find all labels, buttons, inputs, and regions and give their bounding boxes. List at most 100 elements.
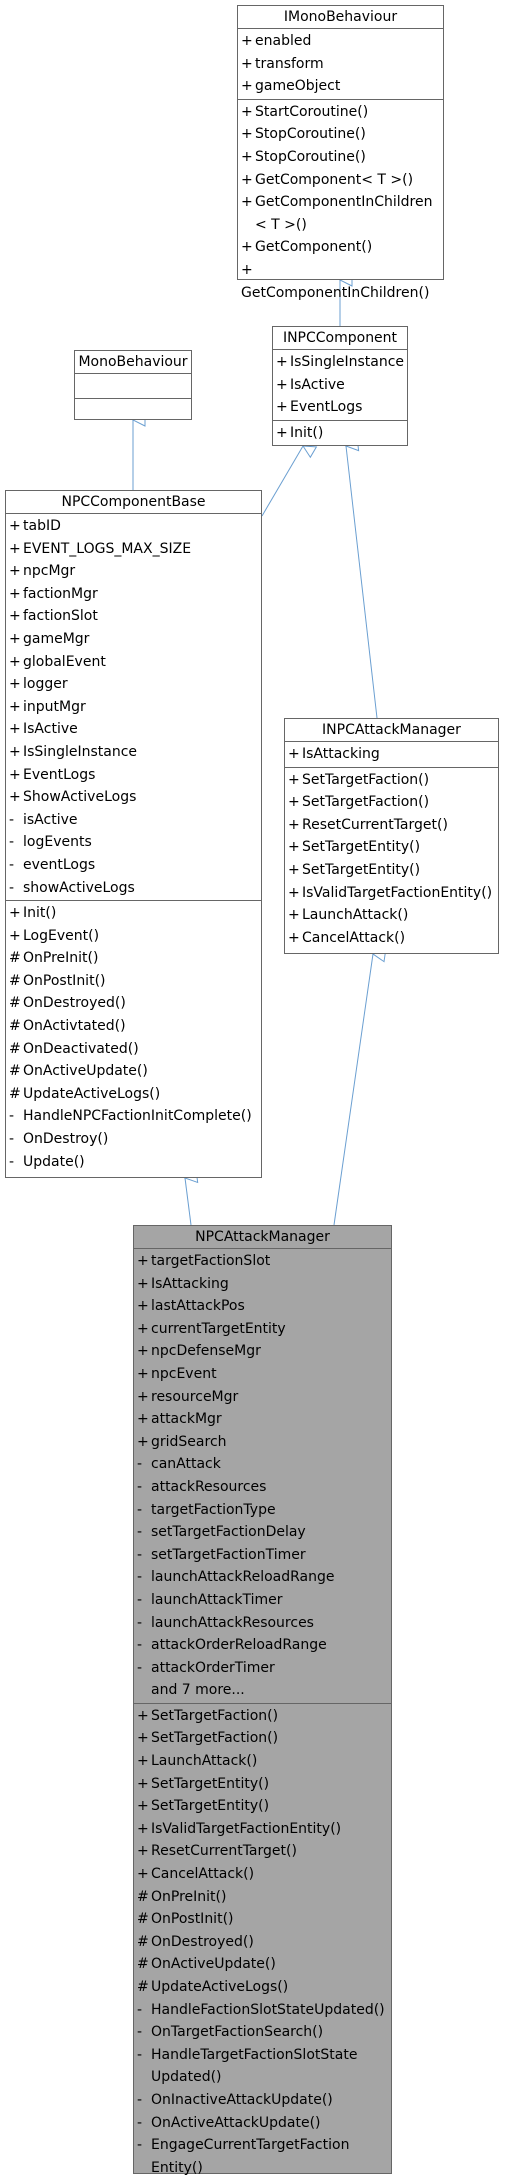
member-row[interactable]: #OnPostInit() [6,970,261,993]
member-row[interactable]: +SetTargetEntity() [134,1773,391,1796]
member-row[interactable]: +resourceMgr [134,1386,391,1409]
member-row[interactable]: #OnPostInit() [134,1908,391,1931]
member-row[interactable]: +SetTargetEntity() [134,1795,391,1818]
member-row[interactable]: #UpdateActiveLogs() [6,1083,261,1106]
member-row[interactable]: +IsAttacking [285,743,498,766]
visibility-marker: - [137,1456,143,1473]
member-row[interactable]: +inputMgr [6,696,261,719]
member-row[interactable]: -launchAttackResources [134,1612,391,1635]
member-row[interactable]: -isActive [6,809,261,832]
member-row[interactable]: -OnDestroy() [6,1128,261,1151]
member-row[interactable]: +attackMgr [134,1408,391,1431]
member-row[interactable]: -eventLogs [6,854,261,877]
member-row[interactable]: +StopCoroutine() [238,123,443,146]
member-row[interactable]: +gameMgr [6,628,261,651]
member-row[interactable]: +EventLogs [273,396,407,419]
member-row[interactable]: -showActiveLogs [6,877,261,900]
member-row[interactable]: +IsActive [273,374,407,397]
member-row[interactable]: +SetTargetFaction() [285,791,498,814]
member-row[interactable]: #OnActivtated() [6,1015,261,1038]
member-row[interactable]: -HandleFactionSlotStateUpdated() [134,1999,391,2022]
member-row[interactable]: -attackOrderReloadRange [134,1634,391,1657]
member-row[interactable]: #OnPreInit() [6,947,261,970]
member-row[interactable]: +SetTargetEntity() [285,859,498,882]
member-row[interactable]: +npcDefenseMgr [134,1340,391,1363]
member-row[interactable]: +StopCoroutine() [238,146,443,169]
member-row[interactable]: +globalEvent [6,651,261,674]
member-row[interactable]: +logger [6,673,261,696]
member-row[interactable]: +LaunchAttack() [285,904,498,927]
member-row[interactable]: +StartCoroutine() [238,101,443,124]
visibility-marker: + [288,861,300,878]
member-row[interactable]: +LaunchAttack() [134,1750,391,1773]
member-row[interactable]: +SetTargetFaction() [285,769,498,792]
member-row[interactable]: +GetComponent< T >() [238,169,443,192]
member-row[interactable]: #OnActiveUpdate() [134,1953,391,1976]
member-row[interactable]: -launchAttackReloadRange [134,1566,391,1589]
member-name: gameMgr [23,630,90,647]
member-row[interactable]: -launchAttackTimer [134,1589,391,1612]
member-row[interactable]: +SetTargetFaction() [134,1705,391,1728]
visibility-marker: + [241,55,253,72]
member-row[interactable]: -setTargetFactionTimer [134,1544,391,1567]
member-row[interactable]: +targetFactionSlot [134,1250,391,1273]
member-row[interactable]: +EVENT_LOGS_MAX_SIZE [6,538,261,561]
member-row[interactable]: -OnTargetFactionSearch() [134,2021,391,2044]
member-row[interactable]: +gridSearch [134,1431,391,1454]
member-row[interactable]: +npcMgr [6,560,261,583]
member-row[interactable]: +Init() [273,422,407,445]
member-row[interactable]: +factionSlot [6,605,261,628]
member-row[interactable]: +factionMgr [6,583,261,606]
member-row[interactable]: -logEvents [6,831,261,854]
member-row[interactable]: #OnDestroyed() [6,992,261,1015]
member-row[interactable]: +IsSingleInstance [6,741,261,764]
member-row[interactable]: +EventLogs [6,764,261,787]
member-row[interactable]: +currentTargetEntity [134,1318,391,1341]
member-row[interactable]: -OnActiveAttackUpdate() [134,2112,391,2135]
member-row[interactable]: -attackResources [134,1476,391,1499]
member-row[interactable]: +GetComponentInChildren() [238,259,443,304]
member-row[interactable]: +GetComponentInChildren< T >() [238,191,443,236]
member-row[interactable]: +enabled [238,30,443,53]
member-row[interactable]: +gameObject [238,75,443,98]
member-row[interactable]: -attackOrderTimer [134,1657,391,1680]
member-row[interactable]: +LogEvent() [6,925,261,948]
member-row[interactable]: +Init() [6,902,261,925]
member-row[interactable]: +npcEvent [134,1363,391,1386]
member-row[interactable]: +lastAttackPos [134,1295,391,1318]
visibility-marker: + [137,1707,149,1724]
member-row[interactable]: -targetFactionType [134,1499,391,1522]
member-name: launchAttackResources [151,1614,314,1631]
member-row[interactable]: -OnInactiveAttackUpdate() [134,2089,391,2112]
member-row[interactable]: -setTargetFactionDelay [134,1521,391,1544]
more-members-link[interactable]: and 7 more... [151,1682,245,1699]
member-row[interactable]: +CancelAttack() [134,1863,391,1886]
member-row[interactable]: +GetComponent() [238,236,443,259]
member-row[interactable]: +ResetCurrentTarget() [285,814,498,837]
member-name: eventLogs [23,856,96,873]
member-row[interactable]: +SetTargetEntity() [285,836,498,859]
visibility-marker: - [137,1659,143,1676]
member-row[interactable]: +tabID [6,515,261,538]
member-row[interactable]: #OnDestroyed() [134,1931,391,1954]
member-row[interactable]: +IsValidTargetFactionEntity() [285,882,498,905]
member-row[interactable]: #OnActiveUpdate() [6,1060,261,1083]
member-row[interactable]: +IsAttacking [134,1273,391,1296]
member-row[interactable]: +ShowActiveLogs [6,786,261,809]
member-row[interactable]: #UpdateActiveLogs() [134,1976,391,1999]
member-row[interactable]: +SetTargetFaction() [134,1727,391,1750]
visibility-marker: + [9,721,21,738]
member-row[interactable]: +transform [238,53,443,76]
member-row[interactable]: +IsActive [6,718,261,741]
member-row[interactable]: +ResetCurrentTarget() [134,1840,391,1863]
member-row[interactable]: #OnDeactivated() [6,1038,261,1061]
member-row[interactable]: +IsSingleInstance [273,351,407,374]
member-row[interactable]: -Update() [6,1151,261,1174]
member-row[interactable]: +IsValidTargetFactionEntity() [134,1818,391,1841]
member-row[interactable]: -HandleNPCFactionInitComplete() [6,1105,261,1128]
member-row[interactable]: +CancelAttack() [285,927,498,950]
member-row[interactable]: #OnPreInit() [134,1886,391,1909]
member-row[interactable]: -canAttack [134,1453,391,1476]
